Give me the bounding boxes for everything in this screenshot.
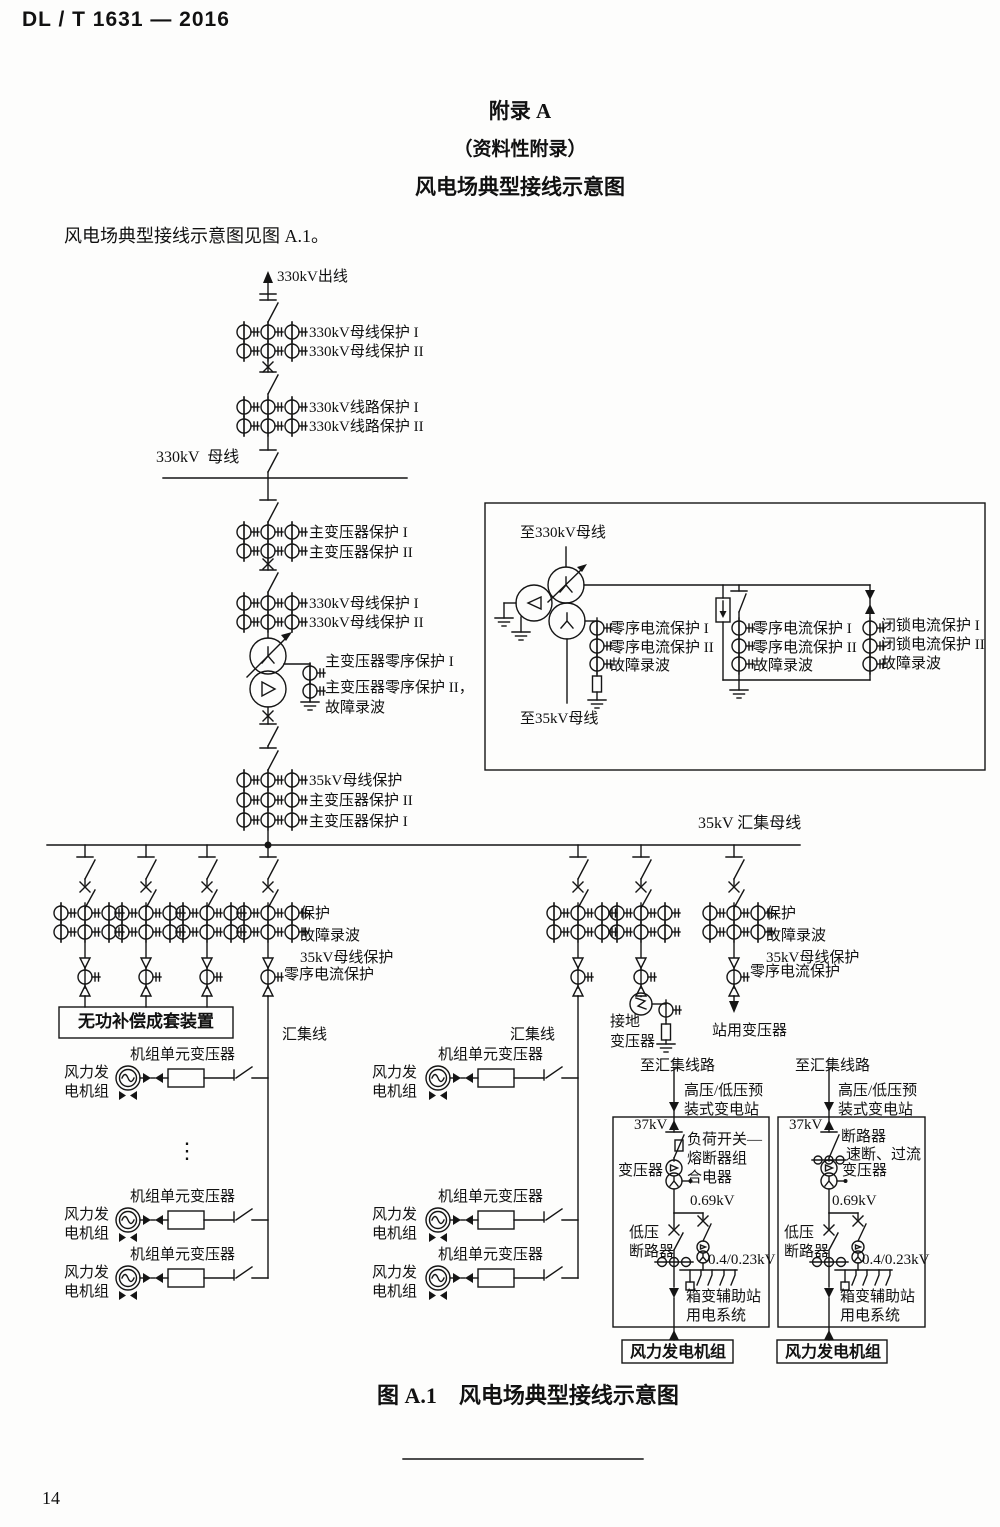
label-unit-xfmr-m3: 机组单元变压器 [438,1247,544,1263]
label-grounding-xfmr: 接地 变压器 [610,1014,656,1050]
label-main-xfmr-prot-2c: 主变压器保护 II [309,793,413,809]
label-lv-breaker-b: 低压 断路器 [784,1225,830,1260]
label-inset-blocking-2: 闭锁电流保护 II [881,637,985,653]
label-to-collector-a: 至汇集线路 [640,1058,716,1074]
label-to-330kv-bus: 至330kV母线 [520,525,606,541]
label-330kv-outgoing: 330kV出线 [277,269,348,285]
label-collector-line-left: 汇集线 [282,1027,328,1043]
label-330kv-bus: 330kV 母线 [156,449,240,466]
label-prefab-substation-b: 高压/低压预 装式变电站 [838,1083,918,1118]
main-transformer [237,632,326,846]
label-to-collector-b: 至汇集线路 [795,1058,871,1074]
label-wind-unit-l3: 风力发 电机组 [64,1265,110,1300]
inset-protection-detail [484,502,986,771]
label-069kv-b: 0.69kV [832,1193,877,1209]
label-zeroseq-current-left: 零序电流保护 [284,967,375,983]
label-unit-xfmr-l3: 机组单元变压器 [130,1247,236,1263]
label-inset-faultrec-b: 故障录波 [753,658,814,674]
main-330kv-line [237,271,307,639]
label-330kv-busbar-prot-1: 330kV母线保护 I [309,325,419,341]
appendix-subtitle: （资料性附录） [453,139,587,160]
label-reactive-comp-box: 无功补偿成套装置 [78,1012,214,1031]
label-inset-zeroseq-2a: 零序电流保护 II [610,640,714,656]
station-transformer-feeder-end [729,995,739,1013]
label-wind-unit-m1: 风力发 电机组 [372,1065,418,1100]
wind-turbine-units [115,1065,579,1301]
label-ellipsis-dots: ⋮ [176,1138,198,1163]
grounding-transformer [629,992,682,1053]
label-wind-unit-box-a: 风力发电机组 [630,1344,727,1361]
label-330kv-busbar-prot-2b: 330kV母线保护 II [309,615,424,631]
label-330kv-busbar-prot-1b: 330kV母线保护 I [309,596,419,612]
label-zeroseq-current-right: 零序电流保护 [750,964,841,980]
label-aux-system-a: 箱变辅助站 用电系统 [686,1289,762,1324]
label-330kv-line-prot-2: 330kV线路保护 II [309,419,424,435]
label-aux-system-b: 箱变辅助站 用电系统 [840,1289,916,1324]
prefab-substation-a [612,1068,770,1364]
standard-code: DL / T 1631 — 2016 [22,8,230,31]
label-unit-xfmr-l2: 机组单元变压器 [130,1189,236,1205]
figure-caption: 图 A.1 风电场典型接线示意图 [377,1383,679,1408]
label-station-xfmr: 站用变压器 [712,1023,788,1039]
label-04kv-b: 0.4/0.23kV [862,1252,930,1268]
label-wind-unit-box-b: 风力发电机组 [785,1344,882,1361]
prefab-substation-b [776,1068,926,1364]
label-collector-line-mid: 汇集线 [510,1027,556,1043]
label-prefab-substation-a: 高压/低压预 装式变电站 [684,1083,764,1118]
feeders-35kv [54,845,773,1279]
appendix-title-block: 附录 A （资料性附录） 风电场典型接线示意图 [40,98,1000,200]
label-main-xfmr-zeroseq-1: 主变压器零序保护 I [325,654,454,670]
label-330kv-line-prot-1: 330kV线路保护 I [309,400,419,416]
label-feeder-prot-right: 保护 故障录波 35kV母线保护 [766,906,860,966]
label-wind-unit-l1: 风力发 电机组 [64,1065,110,1100]
bus-35kv-collect [46,841,801,849]
label-04kv-a: 0.4/0.23kV [708,1252,776,1268]
label-wind-unit-m2: 风力发 电机组 [372,1207,418,1242]
wind-unit-label-box-b [776,1339,888,1364]
label-330kv-busbar-prot-2: 330kV母线保护 II [309,344,424,360]
label-wind-unit-m3: 风力发 电机组 [372,1265,418,1300]
label-lv-breaker-a: 低压 断路器 [629,1225,675,1260]
label-069kv-a: 0.69kV [690,1193,735,1209]
label-inset-faultrec-a: 故障录波 [610,658,671,674]
label-breaker-b: 断路器 [841,1129,887,1145]
label-35kv-busbar-prot: 35kV母线保护 [309,773,403,789]
label-unit-xfmr-l1: 机组单元变压器 [130,1047,236,1063]
label-main-xfmr-zeroseq-2: 主变压器零序保护 II， 故障录波 [325,680,474,716]
wind-unit-label-box-a [621,1339,734,1364]
label-inset-blocking-1: 闭锁电流保护 I [881,618,980,634]
label-load-switch-fuse: 负荷开关— 熔断器组 合电器 [687,1132,763,1186]
label-inset-zeroseq-1a: 零序电流保护 I [610,621,709,637]
label-37kv-a: 37kV [634,1117,668,1133]
label-xfmr-a: 变压器 [618,1163,664,1179]
page-number: 14 [42,1488,60,1508]
label-main-xfmr-prot-2: 主变压器保护 II [309,545,413,561]
label-to-35kv-bus: 至35kV母线 [520,711,599,727]
reactive-compensation-box [58,1006,234,1039]
label-feeder-prot-left: 保护 故障录波 35kV母线保护 [300,906,394,966]
intro-paragraph: 风电场典型接线示意图见图 A.1。 [64,226,329,246]
label-unit-xfmr-m2: 机组单元变压器 [438,1189,544,1205]
label-xfmr-b: 变压器 [842,1163,888,1179]
appendix-title: 附录 A [488,99,552,123]
appendix-heading: 风电场典型接线示意图 [415,175,625,199]
label-inset-zeroseq-1b: 零序电流保护 I [753,621,852,637]
label-inset-faultrec-c: 故障录波 [881,656,942,672]
label-inset-zeroseq-2b: 零序电流保护 II [753,640,857,656]
label-main-xfmr-prot-1: 主变压器保护 I [309,525,408,541]
label-37kv-b: 37kV [789,1117,823,1133]
label-wind-unit-l2: 风力发 电机组 [64,1207,110,1242]
label-35kv-collect-bus: 35kV 汇集母线 [698,815,802,832]
label-main-xfmr-prot-1c: 主变压器保护 I [309,814,408,830]
label-unit-xfmr-m1: 机组单元变压器 [438,1047,544,1063]
label-instant-overcurrent: 速断、过流 [846,1147,922,1163]
